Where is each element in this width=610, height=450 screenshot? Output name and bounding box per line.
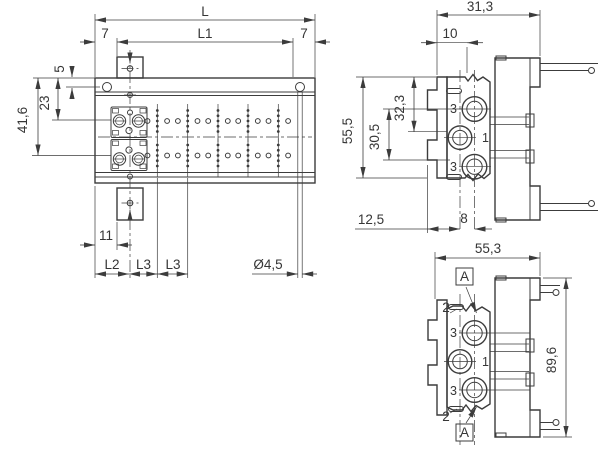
section-view-contacts: 3 1 3 [444, 294, 530, 445]
dim-label-7-left: 7 [101, 26, 109, 41]
socket-block [446, 73, 491, 182]
datum-marks [121, 52, 139, 221]
dim-label-31-3: 31,3 [467, 0, 493, 14]
dim-label-5: 5 [52, 65, 67, 73]
detail-a-box-bottom [455, 423, 474, 442]
dim-label-55-5: 55,5 [340, 118, 355, 144]
detail-a-label-bottom: A [460, 425, 469, 440]
detail-a-label-top: A [460, 269, 469, 284]
contact-label-1: 1 [482, 355, 489, 369]
side-view-dimensions: 31,3 10 55,5 32,3 30,5 [340, 0, 541, 233]
pos-label-2-top: 2 [442, 300, 450, 315]
dim-label-12-5: 12,5 [358, 212, 384, 227]
pos-label-2-bottom: 2 [442, 409, 450, 424]
section-view-callouts: A A 2 2 [442, 267, 477, 442]
dim-label-L3-first: L3 [136, 257, 151, 272]
dim-label-23: 23 [37, 95, 52, 110]
side-view-contacts: 3 1 3 [444, 70, 491, 232]
front-view: L L1 7 7 5 23 41,6 [15, 4, 330, 278]
section-view-pins [540, 285, 560, 430]
dim-label-89-6: 89,6 [544, 347, 559, 373]
front-view-dimensions: L L1 7 7 5 23 41,6 [15, 4, 330, 278]
dim-label-32-3: 32,3 [392, 95, 407, 121]
dim-label-11: 11 [99, 228, 113, 243]
rear-housing [494, 57, 541, 221]
mating-flange [427, 299, 448, 416]
detail-a-box-top [455, 267, 474, 286]
dim-label-7-right: 7 [300, 26, 308, 41]
dim-label-L3-second: L3 [165, 257, 180, 272]
mounting-hole-right [295, 82, 305, 92]
front-view-outline [94, 56, 316, 221]
socket-block [446, 303, 491, 413]
section-view-dimensions: 55,3 89,6 [434, 241, 572, 438]
dim-label-41-6: 41,6 [15, 107, 30, 133]
dim-label-30-5: 30,5 [367, 124, 382, 150]
mounting-hole-left [102, 82, 112, 92]
dim-label-L2: L2 [104, 257, 119, 272]
side-view-pins [540, 63, 598, 211]
dim-label-L1: L1 [197, 26, 212, 41]
contact-label-3-top: 3 [450, 326, 457, 340]
front-view-centerlines [98, 50, 312, 278]
side-view: 3 1 3 31,3 10 55,5 32,3 [340, 0, 598, 233]
mating-flange [426, 76, 448, 179]
contact-label-3-bottom: 3 [450, 384, 457, 398]
contact-label-1: 1 [482, 131, 489, 145]
dim-label-8: 8 [460, 211, 468, 226]
contact-label-3-bottom: 3 [450, 160, 457, 174]
dim-label-55-3: 55,3 [475, 241, 501, 256]
contact-pattern [144, 103, 291, 177]
dim-label-L: L [201, 4, 209, 19]
rear-housing [494, 277, 541, 438]
dim-label-hole-diameter: Ø4,5 [253, 257, 282, 272]
terminal-module [110, 106, 148, 171]
dim-label-10: 10 [442, 26, 457, 41]
section-view: 3 1 3 A A 2 2 55,3 89,6 [427, 241, 572, 445]
side-view-outline [426, 55, 541, 223]
